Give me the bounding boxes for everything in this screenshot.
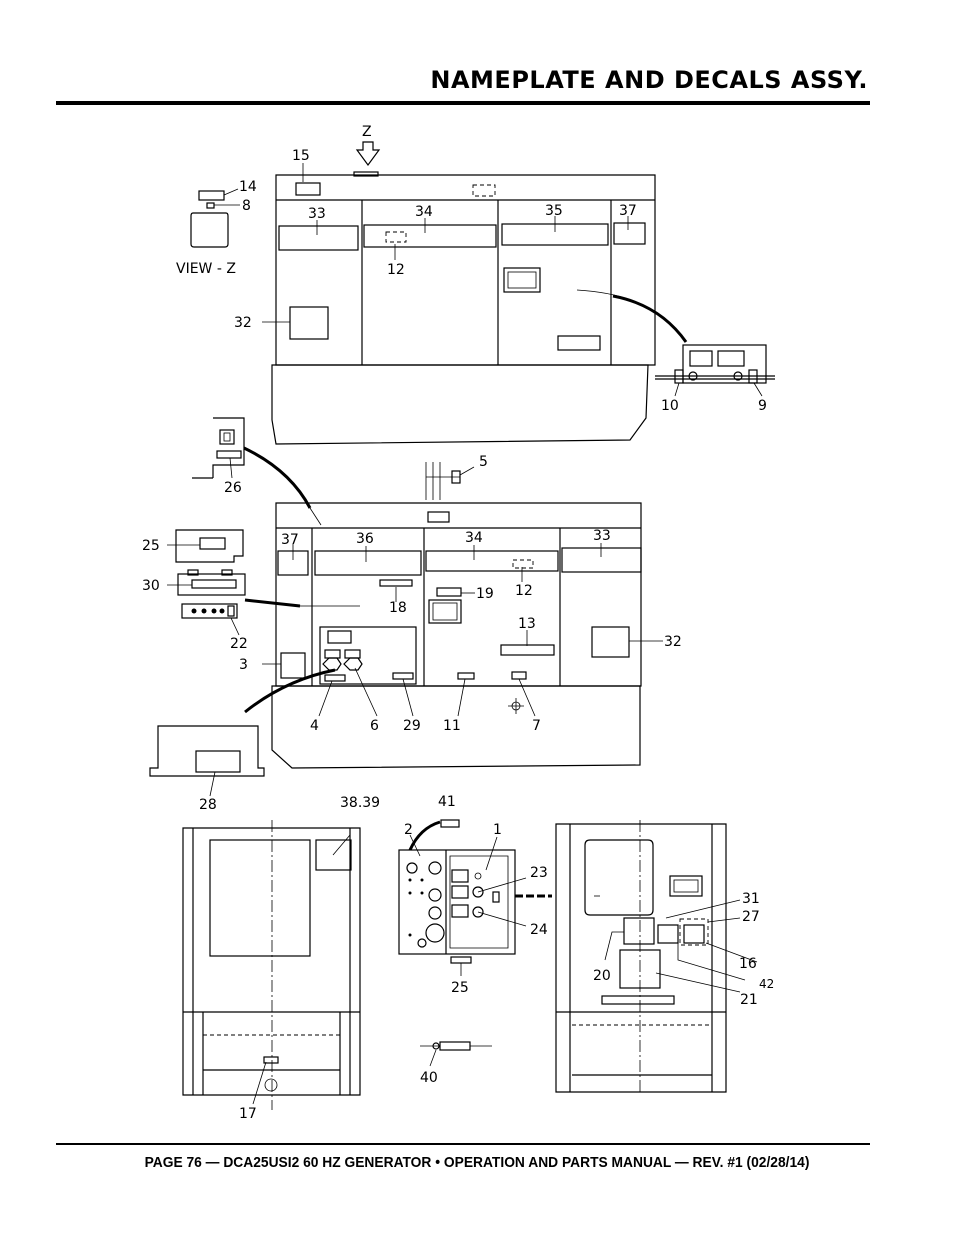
callout-26: 26 xyxy=(224,480,242,496)
callout-41: 41 xyxy=(438,794,456,810)
callout-37: 37 xyxy=(619,203,637,219)
callout-28: 28 xyxy=(199,797,217,813)
detail-5 xyxy=(425,462,475,500)
footer-rule xyxy=(56,1143,870,1145)
callout-36: 36 xyxy=(356,531,374,547)
generator-middle-view xyxy=(243,446,663,769)
callout-16: 16 xyxy=(739,956,757,972)
callout-4: 4 xyxy=(310,718,319,734)
callout-40: 40 xyxy=(420,1070,438,1086)
view-z-detail xyxy=(190,141,381,248)
callout-6: 6 xyxy=(370,718,379,734)
callout-29: 29 xyxy=(403,718,421,734)
callout-labels: Z VIEW - Z 15 14 8 33 34 35 37 12 32 10 … xyxy=(142,124,774,1122)
details-25-30-22 xyxy=(167,529,246,636)
view-z-arrow-label: Z xyxy=(362,124,372,140)
callout-33: 33 xyxy=(308,206,326,222)
callout-32b: 32 xyxy=(664,634,682,650)
header-rule xyxy=(56,101,870,105)
callout-31: 31 xyxy=(742,891,760,907)
callout-17: 17 xyxy=(239,1106,257,1122)
callout-23: 23 xyxy=(530,865,548,881)
generator-end-view-right xyxy=(555,820,758,1095)
generator-end-view-left xyxy=(182,820,361,1110)
callout-5: 5 xyxy=(479,454,488,470)
page-footer: PAGE 76 — DCA25USI2 60 HZ GENERATOR • OP… xyxy=(144,1154,810,1171)
callout-22: 22 xyxy=(230,636,248,652)
callout-8: 8 xyxy=(242,198,251,214)
callout-13: 13 xyxy=(518,616,536,632)
detail-26 xyxy=(192,417,245,479)
callout-12: 12 xyxy=(387,262,405,278)
callout-9: 9 xyxy=(758,398,767,414)
callout-1: 1 xyxy=(493,822,502,838)
callout-11: 11 xyxy=(443,718,461,734)
callout-27: 27 xyxy=(742,909,760,925)
callout-37b: 37 xyxy=(281,532,299,548)
callout-12b: 12 xyxy=(515,583,533,599)
page-title: NAMEPLATE AND DECALS ASSY. xyxy=(430,66,868,94)
callout-21: 21 xyxy=(740,992,758,1008)
callout-18: 18 xyxy=(389,600,407,616)
view-z-caption: VIEW - Z xyxy=(176,261,236,277)
callout-15: 15 xyxy=(292,148,310,164)
callout-34b: 34 xyxy=(465,530,483,546)
callout-25: 25 xyxy=(142,538,160,554)
callout-10: 10 xyxy=(661,398,679,414)
generator-top-view xyxy=(262,171,688,445)
callout-32: 32 xyxy=(234,315,252,331)
callout-24: 24 xyxy=(530,922,548,938)
callout-42: 42 xyxy=(759,977,774,991)
control-box-detail xyxy=(398,819,552,1067)
callout-2: 2 xyxy=(404,822,413,838)
detail-28 xyxy=(149,725,265,797)
callout-35: 35 xyxy=(545,203,563,219)
callout-20: 20 xyxy=(593,968,611,984)
callout-14: 14 xyxy=(239,179,257,195)
callout-30: 30 xyxy=(142,578,160,594)
callout-38-39: 38.39 xyxy=(340,795,380,811)
callout-25b: 25 xyxy=(451,980,469,996)
callout-33b: 33 xyxy=(593,528,611,544)
callout-3: 3 xyxy=(239,657,248,673)
callout-19: 19 xyxy=(476,586,494,602)
latch-detail xyxy=(655,344,775,397)
callout-7: 7 xyxy=(532,718,541,734)
callout-34: 34 xyxy=(415,204,433,220)
